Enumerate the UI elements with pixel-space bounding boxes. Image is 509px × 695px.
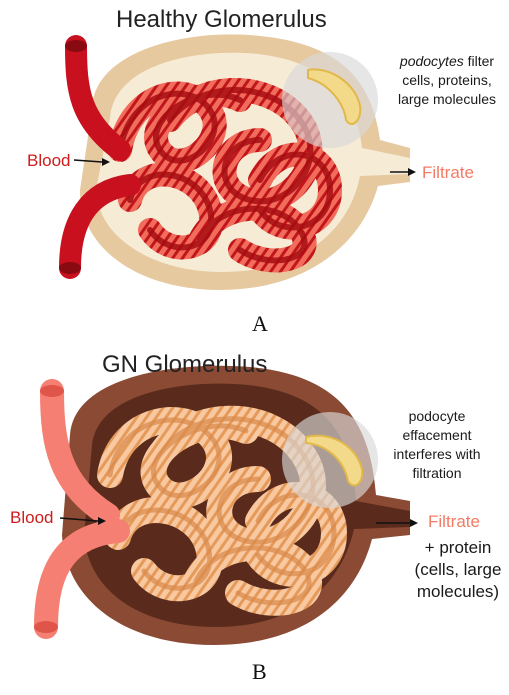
gn-podocyte-magnifier (282, 412, 378, 508)
note-b-line4: filtration (382, 464, 492, 483)
panel-a-letter: A (252, 311, 268, 337)
protein-line3: molecules) (408, 581, 508, 603)
podocyte-note-b: podocyte effacement interferes with filt… (382, 407, 492, 483)
efferent-opening (59, 262, 81, 274)
afferent-opening (65, 40, 87, 52)
filtrate-label-b: Filtrate (428, 512, 480, 532)
note-b-line2: effacement (382, 426, 492, 445)
protein-line1: + protein (408, 537, 508, 559)
protein-line2: (cells, large (408, 559, 508, 581)
filtrate-label-a: Filtrate (422, 163, 474, 183)
note-a-line1: filter (464, 53, 494, 69)
podocytes-emphasis: podocytes (400, 53, 464, 69)
gn-efferent-opening (34, 621, 58, 633)
note-a-line2: cells, proteins, (388, 71, 506, 90)
podocyte-magnifier (282, 52, 378, 148)
protein-note-b: + protein (cells, large molecules) (408, 537, 508, 603)
panel-healthy-glomerulus: Healthy Glomerulus Blood Filtrate podocy… (0, 0, 509, 345)
filtrate-arrowhead (408, 168, 416, 176)
panel-b-letter: B (252, 659, 267, 685)
blood-label-a: Blood (27, 151, 70, 171)
podocyte-note-a: podocytes filter cells, proteins, large … (388, 52, 506, 109)
note-b-line3: interferes with (382, 445, 492, 464)
gn-filtrate-arrowhead (410, 519, 418, 527)
note-b-line1: podocyte (382, 407, 492, 426)
panel-b-title: GN Glomerulus (102, 351, 267, 379)
panel-gn-glomerulus: GN Glomerulus Blood Filtrate podocyte ef… (0, 345, 509, 695)
note-a-line3: large molecules (388, 90, 506, 109)
panel-a-title: Healthy Glomerulus (116, 6, 327, 34)
gn-afferent-opening (40, 385, 64, 397)
blood-label-b: Blood (10, 508, 53, 528)
